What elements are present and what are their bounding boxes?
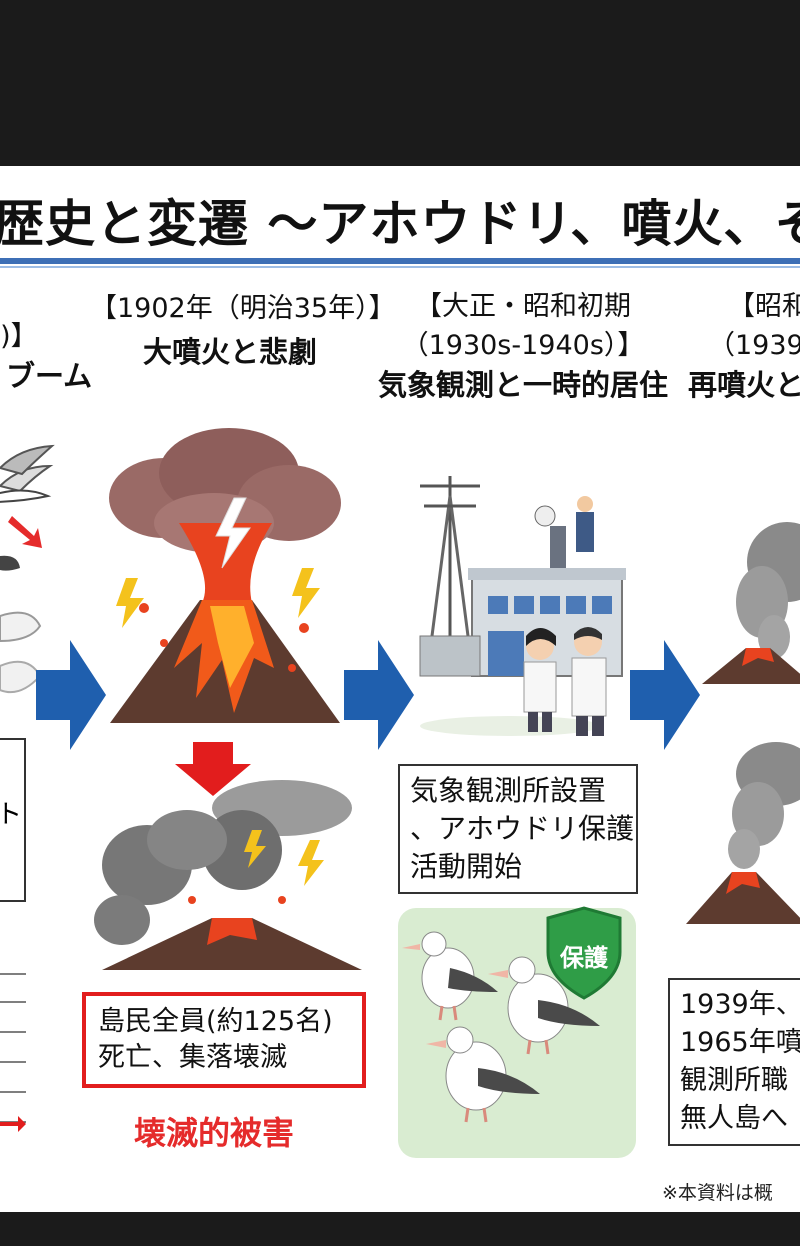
re-eruption-info-box: 1939年、 1965年噴 観測所職 無人島へ	[668, 978, 800, 1146]
weather-observatory-illustration	[419, 476, 626, 736]
flow-arrow-2	[344, 640, 414, 750]
phase-4-line3: 再噴火と	[688, 368, 800, 402]
slide-title: 歴史と変遷 ～アホウドリ、噴火、そし	[0, 195, 800, 253]
protection-shield-label: 保護	[560, 944, 608, 972]
albatross-illustration-left	[0, 464, 54, 694]
down-arrow-red	[175, 742, 251, 796]
re-eruption-line1: 1939年、	[680, 989, 800, 1020]
left-partial-box: ト	[0, 738, 26, 902]
left-partial-box-text: ト	[0, 800, 23, 830]
phase-3-line1: 【大正・昭和初期	[415, 291, 631, 322]
phase-4-line2: （1939年	[708, 330, 800, 361]
flying-albatross-icon	[0, 444, 55, 476]
flow-arrow-3	[630, 640, 700, 750]
casualty-line2: 死亡、集落壊滅	[98, 1042, 287, 1073]
phase-2-line1: 【1902年（明治35年）】	[90, 293, 396, 324]
re-eruption-volcano-top	[702, 522, 800, 684]
phase-header-1: s)】 ブーム	[0, 282, 106, 395]
re-eruption-line2: 1965年噴	[680, 1027, 800, 1058]
observatory-line3: 活動開始	[410, 850, 523, 883]
observatory-info-box: 気象観測所設置 、アホウドリ保護 活動開始	[398, 764, 638, 894]
volcano-eruption-illustration	[109, 428, 341, 723]
flow-arrow-1	[36, 640, 106, 750]
observatory-line1: 気象観測所設置	[410, 774, 607, 807]
footnote: ※本資料は概	[662, 1182, 773, 1204]
title-underline-light	[0, 266, 800, 268]
phase-4-line1: 【昭和	[728, 291, 800, 322]
top-dark-band	[0, 0, 800, 166]
casualty-info-box: 島民全員(約125名) 死亡、集落壊滅	[82, 992, 366, 1088]
phase-1-line2: s)】	[0, 321, 38, 352]
phase-header-4: 【昭和 （1939年 再噴火と	[688, 284, 800, 404]
title-underline	[0, 258, 800, 264]
devastation-label: 壊滅的被害	[134, 1114, 295, 1152]
phase-3-line3: 気象観測と一時的居住	[377, 368, 668, 402]
bottom-dark-band	[0, 1212, 800, 1246]
phase-2-line3: 大噴火と悲劇	[142, 335, 317, 369]
phase-1-line3: ブーム	[6, 359, 93, 393]
phase-3-line2: （1930s-1940s）】	[401, 330, 645, 361]
albatross-protection-panel: 保護	[398, 906, 636, 1158]
re-eruption-line3: 観測所職	[680, 1065, 788, 1096]
casualty-line1: 島民全員(約125名)	[98, 1006, 333, 1037]
albatross-group-illustration	[402, 906, 622, 1123]
slide: 歴史と変遷 ～アホウドリ、噴火、そし s)】 ブーム 【1902年（明治35年）…	[0, 166, 800, 1212]
phase-header-3: 【大正・昭和初期 （1930s-1940s）】 気象観測と一時的居住	[368, 284, 678, 404]
observatory-line2: 、アホウドリ保護	[410, 812, 635, 845]
phase-header-2: 【1902年（明治35年）】 大噴火と悲劇	[90, 286, 396, 371]
re-eruption-line4: 無人島へ	[680, 1103, 788, 1134]
re-eruption-volcano-bottom	[686, 742, 800, 924]
left-partial-table	[0, 973, 26, 1132]
smoking-volcano-illustration	[94, 780, 362, 970]
